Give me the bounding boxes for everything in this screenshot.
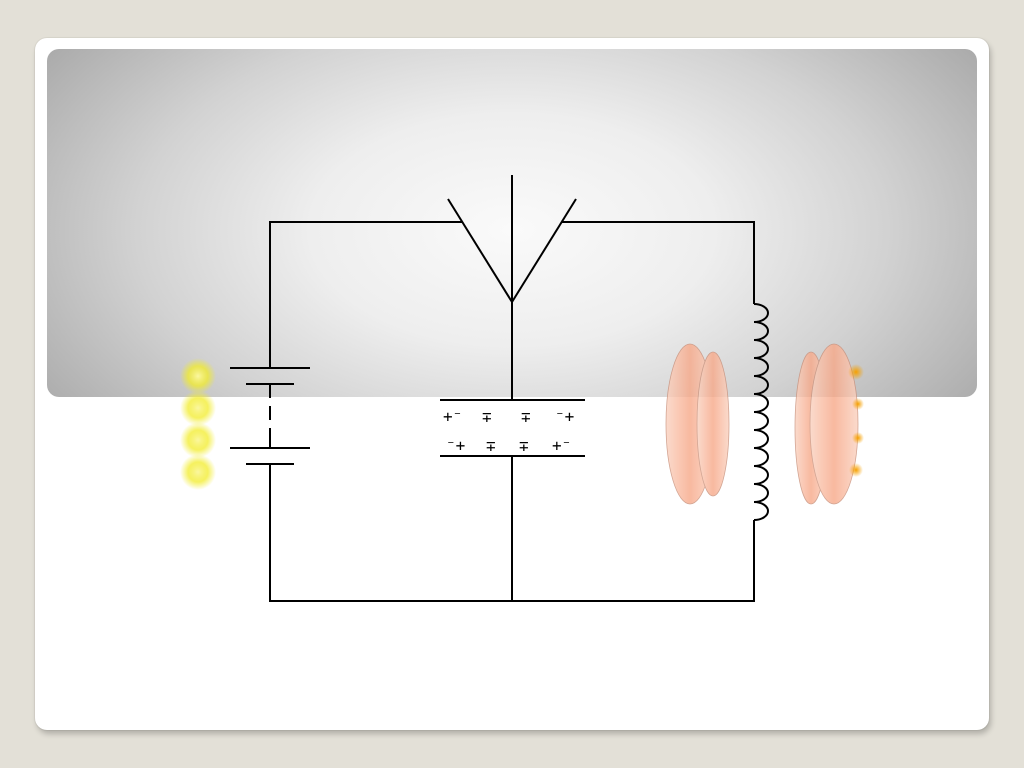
charge-label: ∓ <box>521 407 531 426</box>
glow-dots <box>180 358 216 490</box>
field-loop <box>809 343 859 505</box>
charge-label: +⁻ <box>552 436 571 455</box>
wire-left-top <box>269 221 462 368</box>
battery-icon <box>230 367 310 465</box>
glow-dot <box>180 454 216 490</box>
glow-dot <box>180 390 216 426</box>
spark-dots <box>848 364 864 477</box>
field-loops-left <box>665 343 730 505</box>
field-loops-right <box>794 343 859 505</box>
wire-right-top <box>562 221 755 304</box>
spark-dot <box>848 364 864 380</box>
inductor-coil-icon <box>753 303 769 521</box>
capacitor-icon <box>440 399 585 457</box>
spark-dot <box>852 432 864 444</box>
antenna-icon <box>447 175 577 303</box>
glow-dot <box>180 358 216 394</box>
charge-label: ⁻+ <box>446 436 465 455</box>
spark-dot <box>852 398 864 410</box>
charge-label: ⁻+ <box>555 407 574 426</box>
glow-dot <box>180 422 216 458</box>
charge-label: ∓ <box>486 436 496 455</box>
charge-label: +⁻ <box>443 407 462 426</box>
charge-label: ∓ <box>482 407 492 426</box>
spark-dot <box>849 463 863 477</box>
circuit-wires <box>269 221 755 602</box>
charge-label: ∓ <box>519 436 529 455</box>
field-loop <box>696 351 730 497</box>
capacitor-charges: +⁻ ∓ ∓ ⁻+ ⁻+ ∓ ∓ +⁻ <box>443 407 574 455</box>
